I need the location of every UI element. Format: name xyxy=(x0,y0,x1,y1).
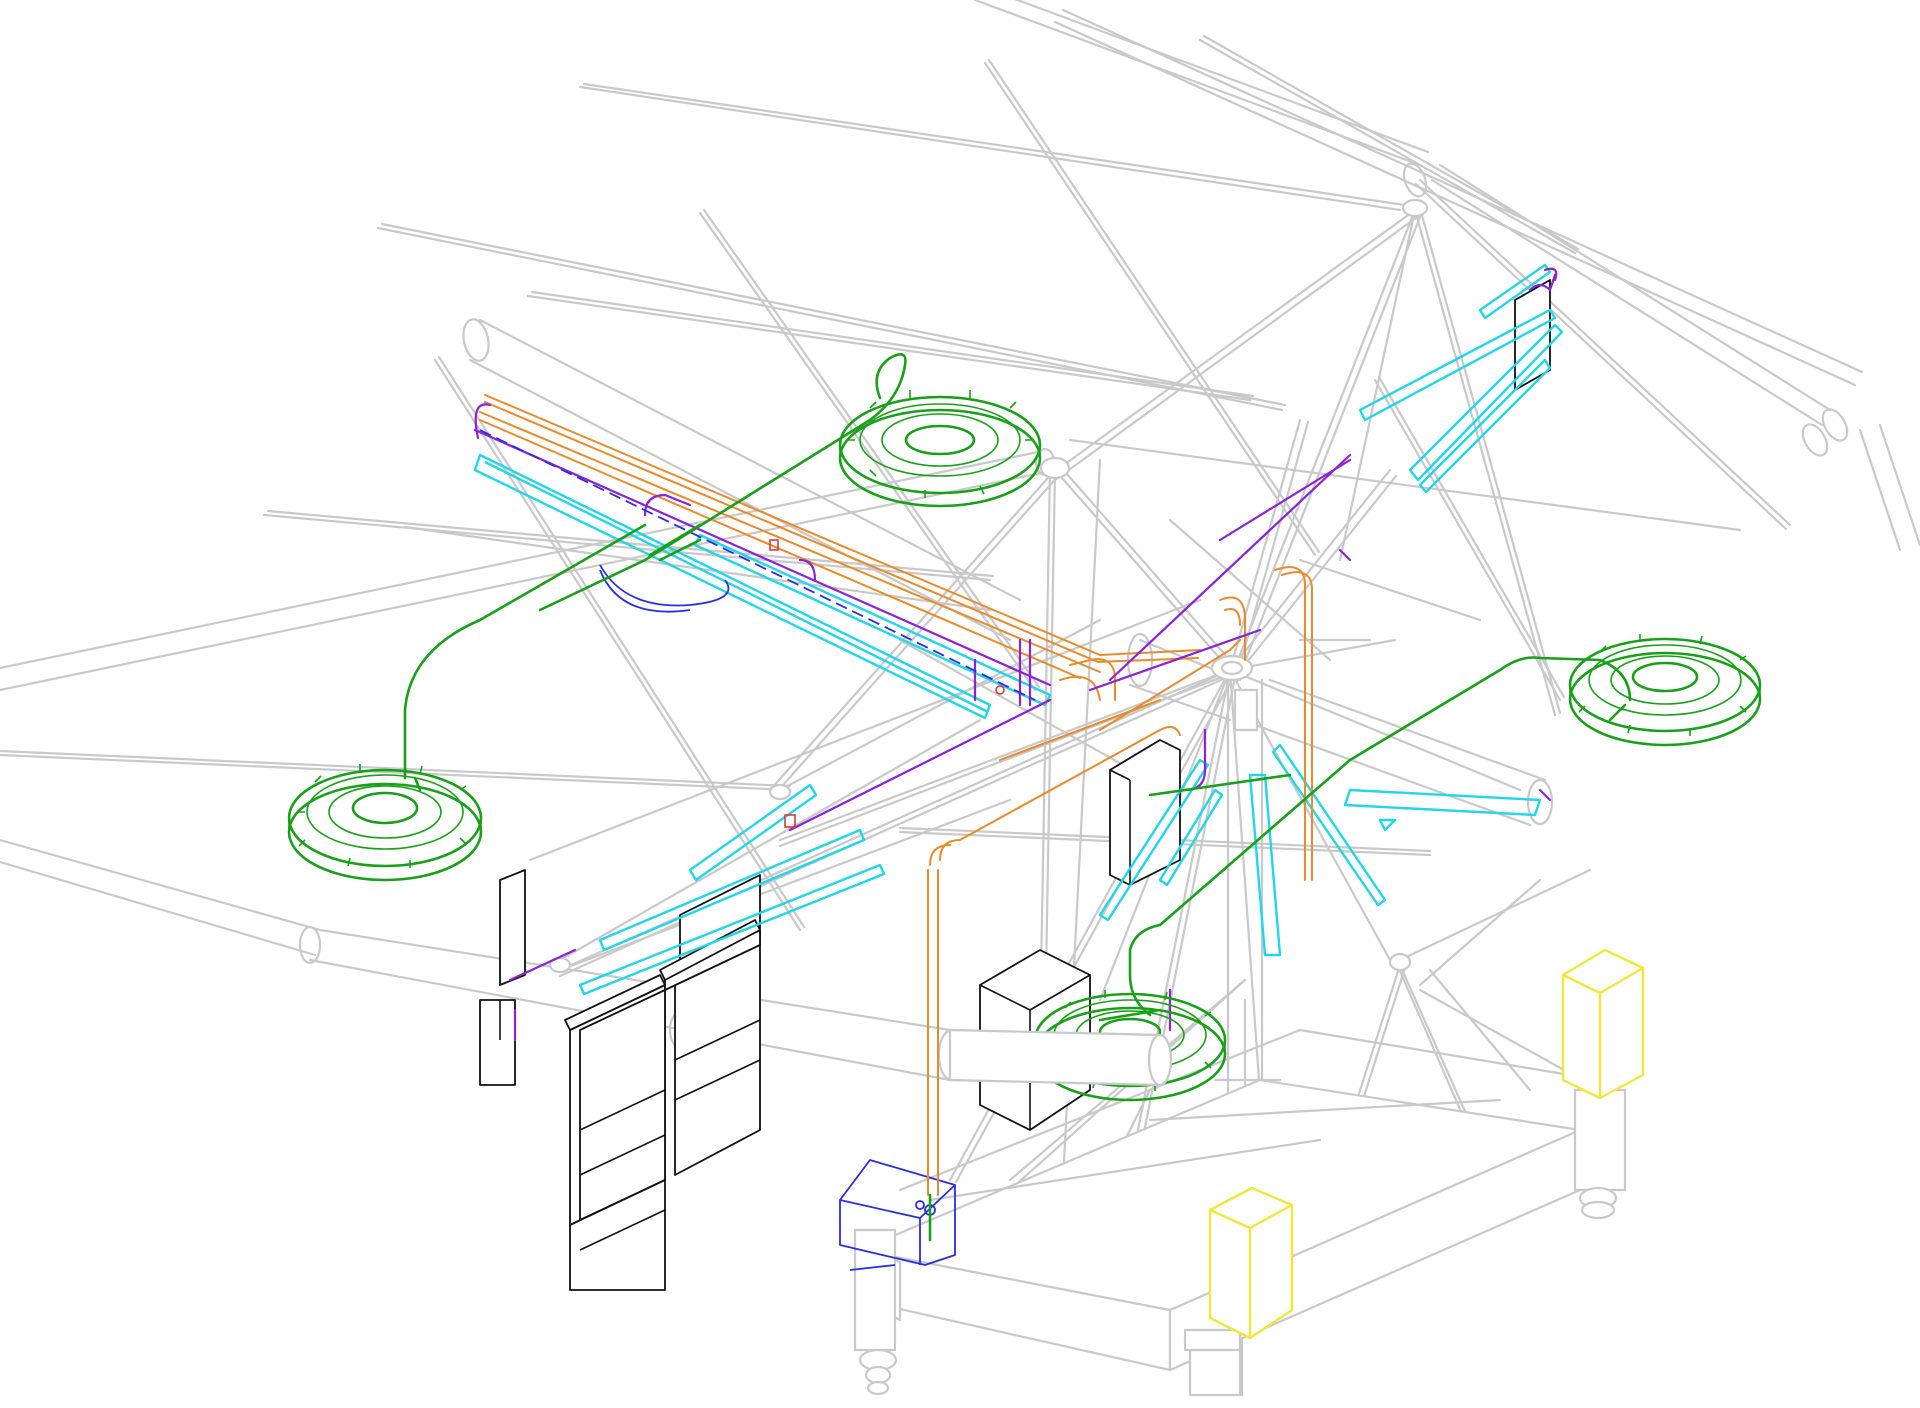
ring-right xyxy=(1568,634,1762,747)
ring-upper-left xyxy=(838,390,1042,508)
ring-left xyxy=(287,764,483,882)
black-rack-panels xyxy=(479,869,761,1291)
cyan-light-bars xyxy=(473,263,1564,996)
green-cables xyxy=(403,353,1632,1242)
red-connectors xyxy=(769,539,1005,828)
purple-cables xyxy=(473,267,1558,1082)
foreground-tube xyxy=(948,1028,1173,1087)
orange-cables xyxy=(479,394,1313,1196)
hub-joints xyxy=(548,198,1429,974)
black-cabinet-rear xyxy=(1109,279,1551,886)
large-tubes xyxy=(0,0,1920,1087)
yellow-box-right xyxy=(1561,948,1645,1100)
spider-frame xyxy=(528,206,1602,1314)
yellow-box-front xyxy=(1208,1186,1294,1340)
